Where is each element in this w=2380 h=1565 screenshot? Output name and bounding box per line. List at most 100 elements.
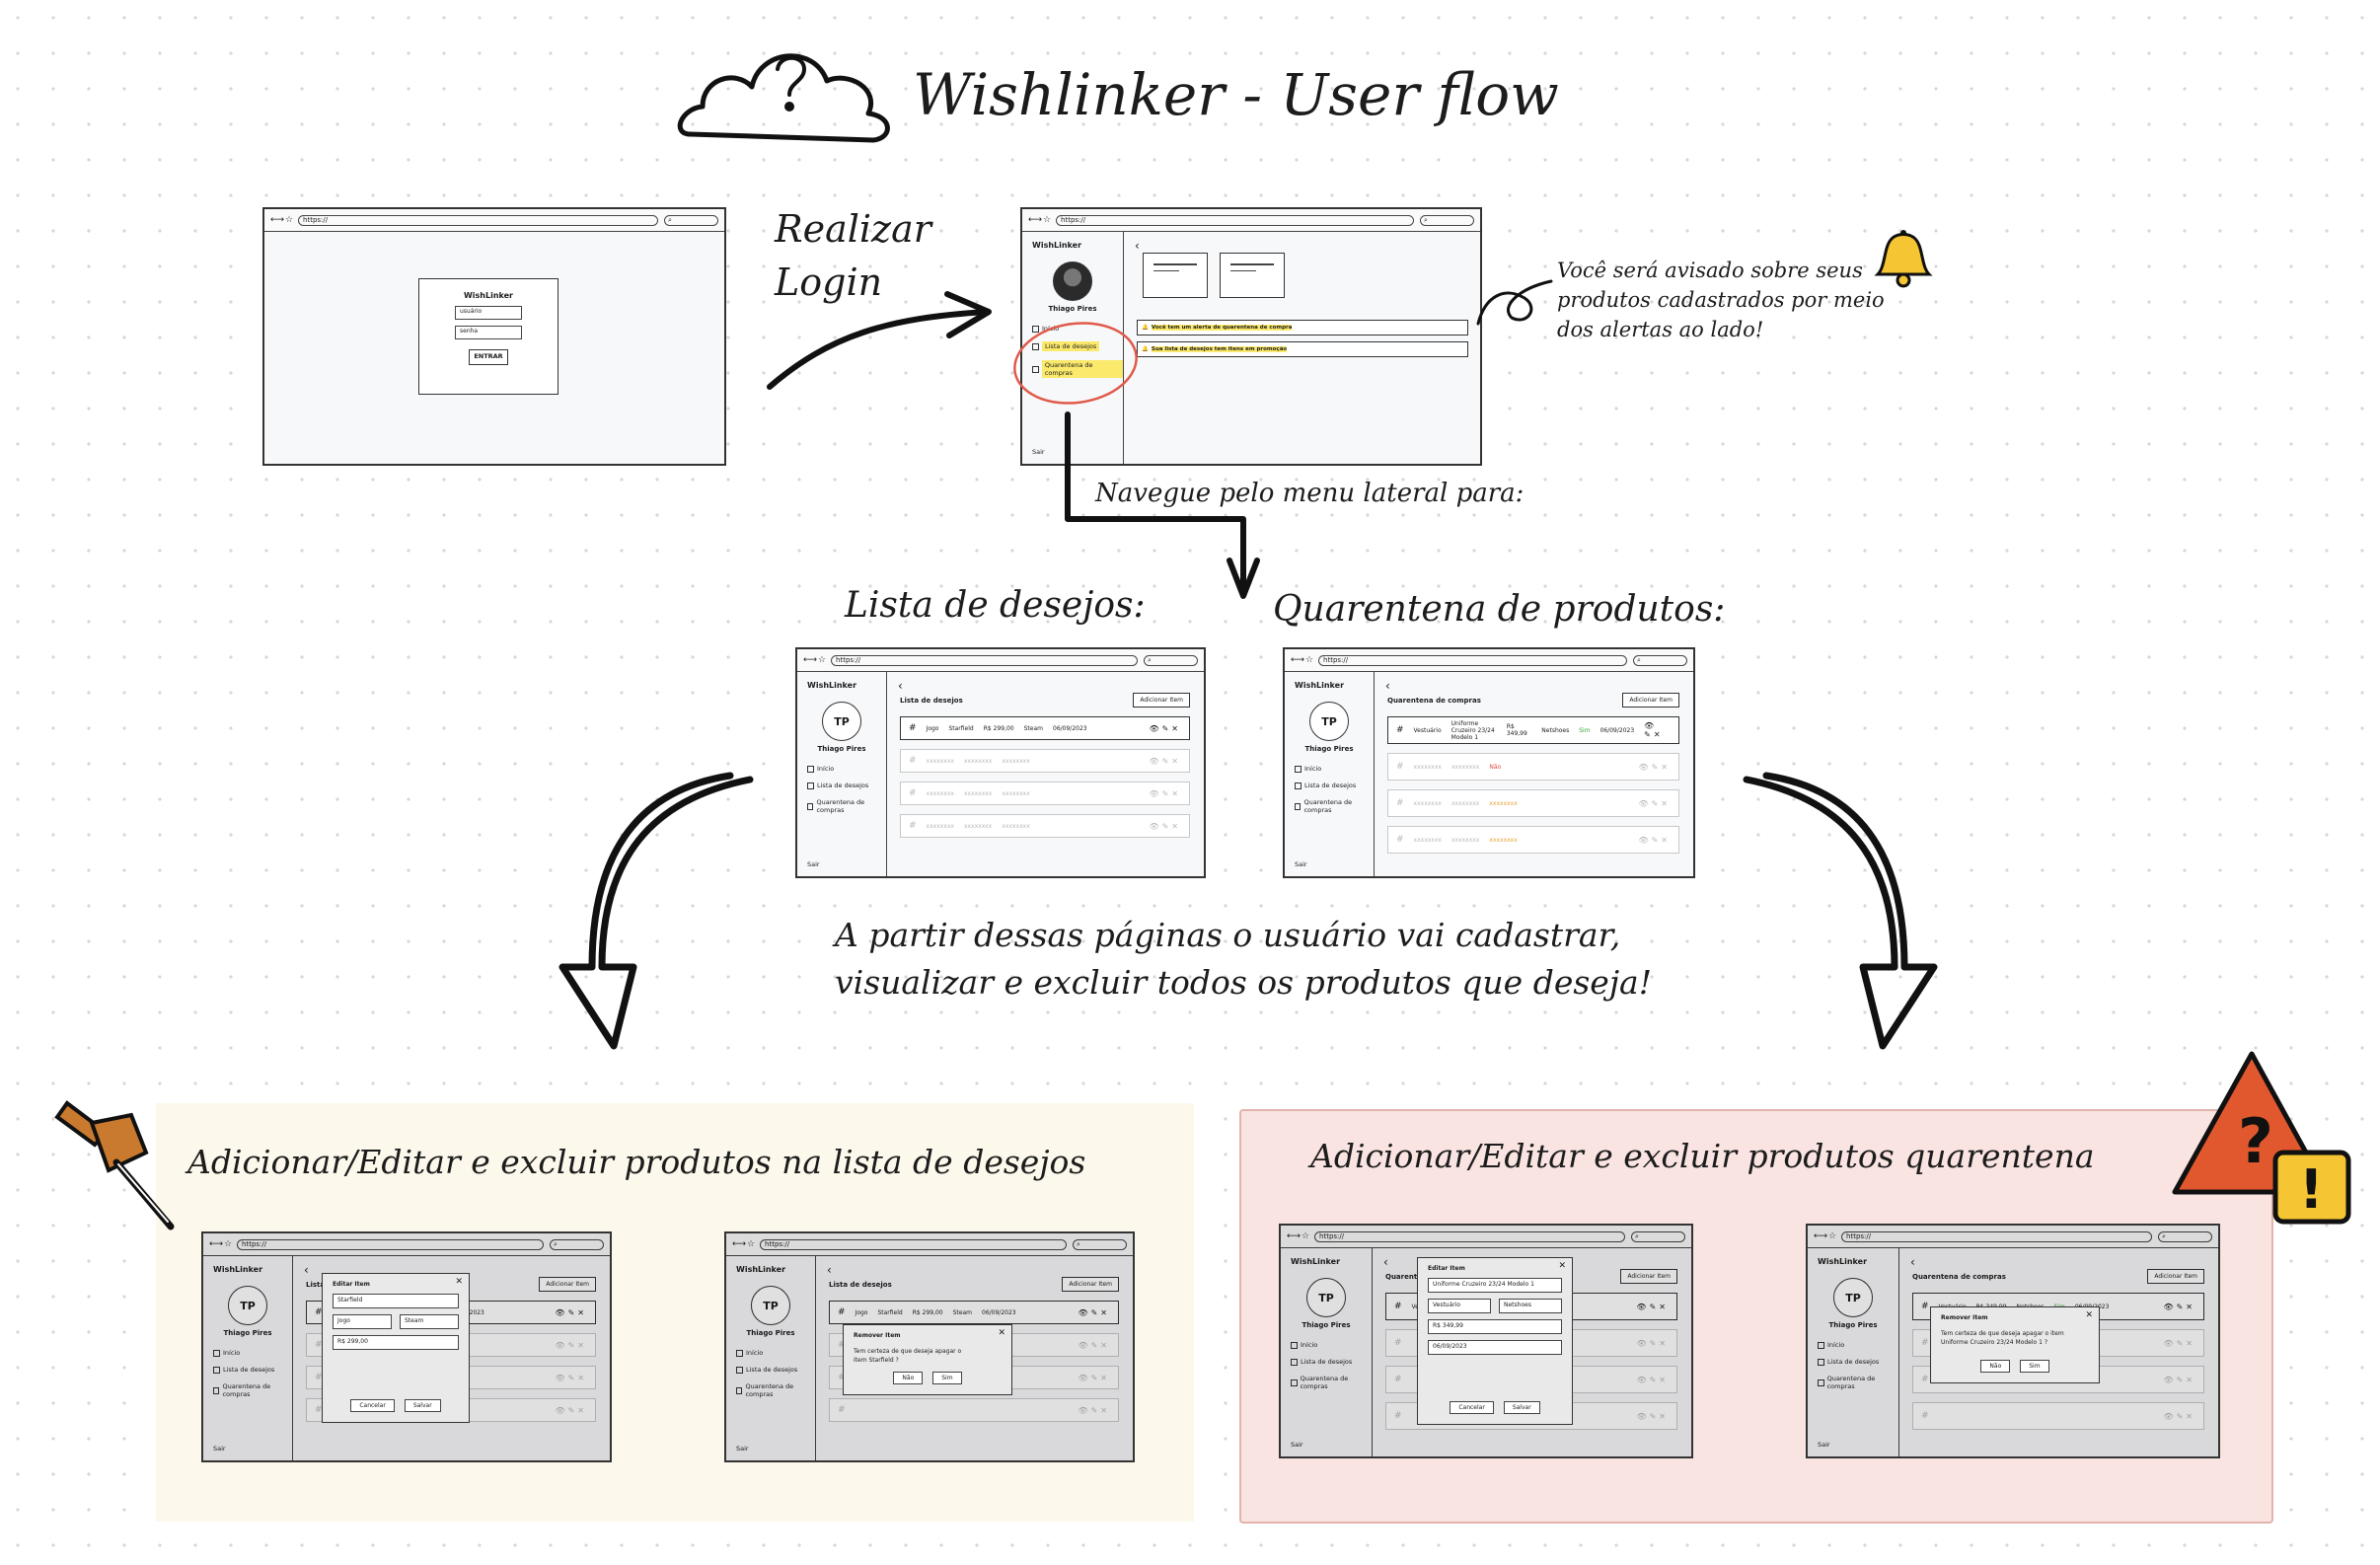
- logout-link[interactable]: Sair: [1032, 448, 1045, 456]
- cancel-button[interactable]: Cancelar: [350, 1399, 395, 1412]
- back-icon[interactable]: ‹: [1383, 1255, 1388, 1269]
- add-item-button[interactable]: Adicionar Item: [1133, 693, 1190, 708]
- cloud-question-icon: [677, 53, 890, 143]
- close-icon[interactable]: ✕: [998, 1328, 1005, 1338]
- sidebar-item-quarentena[interactable]: Quarentena de compras: [736, 1382, 815, 1398]
- search-icon[interactable]: ⌕: [1144, 654, 1198, 666]
- logout-link[interactable]: Sair: [213, 1445, 226, 1453]
- logout-link[interactable]: Sair: [1295, 860, 1307, 868]
- url-field[interactable]: https://: [1318, 654, 1627, 666]
- url-field[interactable]: https://: [831, 654, 1138, 666]
- yes-button[interactable]: Sim: [2020, 1360, 2049, 1373]
- add-item-button[interactable]: Adicionar Item: [2147, 1269, 2204, 1284]
- row-actions-icons[interactable]: 👁✎✕: [1638, 835, 1671, 845]
- sidebar-item-quarentena[interactable]: Quarentena de compras: [807, 798, 886, 814]
- logout-link[interactable]: Sair: [1818, 1441, 1830, 1449]
- name-field[interactable]: Starfield: [333, 1294, 459, 1308]
- logout-link[interactable]: Sair: [1291, 1441, 1303, 1449]
- sidebar-item-inicio[interactable]: Início: [213, 1349, 292, 1357]
- row-actions-icons[interactable]: 👁✎✕: [1149, 756, 1181, 766]
- row-actions-icons[interactable]: 👁✎✕: [1638, 798, 1671, 808]
- sidebar-item-lista-de-desejos[interactable]: Lista de desejos: [736, 1366, 815, 1374]
- save-button[interactable]: Salvar: [404, 1399, 441, 1412]
- back-icon[interactable]: ‹: [1135, 239, 1140, 253]
- price-field[interactable]: R$ 299,00: [333, 1335, 459, 1350]
- sidebar-item-quarentena[interactable]: Quarentena de compras: [1818, 1375, 1898, 1390]
- search-icon[interactable]: ⌕: [2158, 1230, 2212, 1242]
- no-button[interactable]: Não: [893, 1372, 924, 1384]
- search-icon[interactable]: ⌕: [1631, 1230, 1685, 1242]
- sidebar-item-inicio[interactable]: Início: [807, 765, 886, 773]
- sidebar-brand: WishLinker: [807, 681, 857, 690]
- search-icon[interactable]: ⌕: [1633, 654, 1687, 666]
- search-icon[interactable]: ⌕: [550, 1238, 604, 1250]
- url-field[interactable]: https://: [298, 214, 658, 226]
- browser-bar: ←→ ☆https://⌕: [1022, 209, 1480, 232]
- search-icon[interactable]: ⌕: [1420, 214, 1474, 226]
- row-actions-icons[interactable]: 👁✎✕: [1638, 762, 1671, 772]
- name-field[interactable]: Uniforme Cruzeiro 23/24 Modelo 1: [1428, 1278, 1562, 1293]
- logout-link[interactable]: Sair: [736, 1445, 749, 1453]
- save-button[interactable]: Salvar: [1503, 1401, 1540, 1414]
- url-field[interactable]: https://: [1841, 1230, 2152, 1242]
- store-select[interactable]: Netshoes: [1499, 1299, 1562, 1313]
- back-icon[interactable]: ‹: [304, 1263, 309, 1277]
- row-actions-icons[interactable]: 👁✎✕: [1149, 788, 1181, 798]
- url-field[interactable]: https://: [1314, 1230, 1625, 1242]
- category-select[interactable]: Vestuário: [1428, 1299, 1491, 1313]
- login-button[interactable]: ENTRAR: [469, 349, 508, 365]
- row-actions-icons[interactable]: 👁✎✕: [2163, 1302, 2195, 1311]
- back-icon[interactable]: ‹: [827, 1263, 832, 1277]
- sidebar-item-lista-de-desejos[interactable]: Lista de desejos: [1295, 782, 1374, 789]
- close-icon[interactable]: ✕: [2085, 1310, 2093, 1320]
- sidebar-brand: WishLinker: [1032, 241, 1082, 250]
- sidebar-item-quarentena[interactable]: Quarentena de compras: [1291, 1375, 1372, 1390]
- close-icon[interactable]: ✕: [1558, 1261, 1566, 1271]
- sidebar-item-lista-de-desejos[interactable]: Lista de desejos: [807, 782, 886, 789]
- alert-promocao[interactable]: 🔔Sua lista de desejos tem itens em promo…: [1137, 341, 1468, 357]
- url-field[interactable]: https://: [760, 1238, 1067, 1250]
- close-icon[interactable]: ✕: [455, 1277, 463, 1287]
- sidebar-item-quarentena[interactable]: Quarentena de compras: [1295, 798, 1374, 814]
- back-icon[interactable]: ‹: [898, 679, 903, 693]
- search-icon[interactable]: ⌕: [664, 214, 718, 226]
- row-actions-icons[interactable]: 👁✎✕: [1149, 821, 1181, 831]
- row-actions-icons[interactable]: 👁✎✕: [1636, 1302, 1669, 1311]
- sidebar-item-inicio[interactable]: Início: [1295, 765, 1374, 773]
- url-field[interactable]: https://: [1056, 214, 1414, 226]
- add-item-button[interactable]: Adicionar Item: [1622, 693, 1679, 708]
- add-item-button[interactable]: Adicionar Item: [539, 1277, 596, 1292]
- alert-quarentena[interactable]: 🔔Você tem um alerta de quarentena de com…: [1137, 320, 1468, 335]
- search-icon[interactable]: ⌕: [1073, 1238, 1127, 1250]
- back-icon[interactable]: ‹: [1385, 679, 1390, 693]
- price-field[interactable]: R$ 349,99: [1428, 1319, 1562, 1334]
- logout-link[interactable]: Sair: [807, 860, 820, 868]
- add-item-button[interactable]: Adicionar Item: [1062, 1277, 1119, 1292]
- row-actions-icons[interactable]: 👁✎✕: [1078, 1307, 1110, 1317]
- sidebar-item-lista-de-desejos[interactable]: Lista de desejos: [1818, 1358, 1898, 1366]
- store-select[interactable]: Steam: [400, 1314, 459, 1329]
- row-actions-icons[interactable]: 👁✎✕: [1149, 723, 1181, 733]
- sidebar-item-inicio[interactable]: Início: [1291, 1341, 1372, 1349]
- url-field[interactable]: https://: [237, 1238, 544, 1250]
- sidebar-item-lista-de-desejos[interactable]: Lista de desejos: [213, 1366, 292, 1374]
- row-actions-icons[interactable]: 👁✎✕: [1644, 721, 1664, 739]
- add-item-button[interactable]: Adicionar Item: [1620, 1269, 1677, 1284]
- sidebar-item-inicio[interactable]: Início: [1032, 325, 1123, 333]
- sidebar-item-quarentena[interactable]: Quarentena de compras: [213, 1382, 292, 1398]
- yes-button[interactable]: Sim: [932, 1372, 962, 1384]
- row-actions-icons[interactable]: 👁✎✕: [555, 1307, 587, 1317]
- cancel-button[interactable]: Cancelar: [1450, 1401, 1494, 1414]
- category-select[interactable]: Jogo: [333, 1314, 392, 1329]
- back-icon[interactable]: ‹: [1910, 1255, 1915, 1269]
- username-input[interactable]: usuário: [455, 306, 522, 320]
- sidebar-item-lista-de-desejos[interactable]: Lista de desejos: [1032, 341, 1123, 351]
- page-title: Wishlinker - User flow: [913, 61, 1559, 128]
- sidebar-item-lista-de-desejos[interactable]: Lista de desejos: [1291, 1358, 1372, 1366]
- sidebar-item-quarentena[interactable]: Quarentena de compras: [1032, 360, 1123, 378]
- sidebar-item-inicio[interactable]: Início: [1818, 1341, 1898, 1349]
- date-field[interactable]: 06/09/2023: [1428, 1340, 1562, 1355]
- sidebar-item-inicio[interactable]: Início: [736, 1349, 815, 1357]
- no-button[interactable]: Não: [1980, 1360, 2011, 1373]
- password-input[interactable]: senha: [455, 326, 522, 339]
